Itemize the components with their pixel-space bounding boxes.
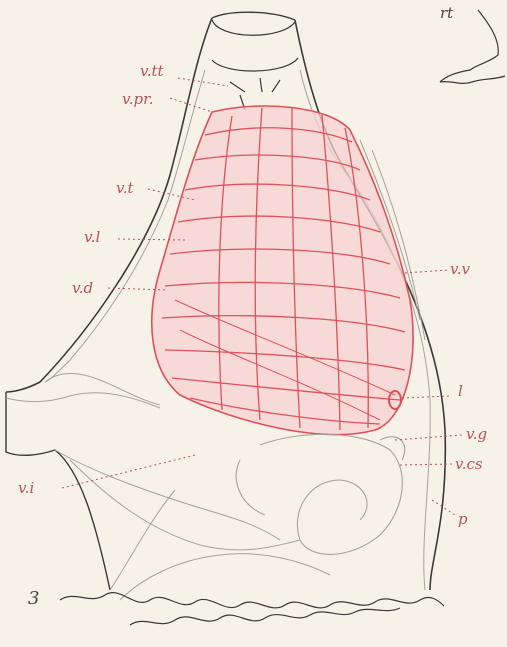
- label-vcs: v.cs: [455, 457, 483, 472]
- label-vg: v.g: [466, 427, 487, 442]
- neck-opening: [212, 20, 298, 110]
- label-vl: v.l: [84, 230, 100, 245]
- label-vt: v.t: [116, 181, 134, 196]
- label-vi: v.i: [18, 481, 34, 496]
- figure-number: 3: [28, 590, 39, 608]
- label-rt: rt: [440, 6, 453, 21]
- label-l: l: [458, 384, 463, 399]
- label-vv: v.v: [450, 262, 470, 277]
- foot-base: [60, 593, 444, 625]
- label-vd: v.d: [72, 281, 93, 296]
- label-vtt: v.tt: [140, 64, 164, 79]
- label-p: p: [458, 512, 468, 527]
- label-vpr: v.pr.: [122, 92, 153, 107]
- lower-organs: [236, 434, 405, 554]
